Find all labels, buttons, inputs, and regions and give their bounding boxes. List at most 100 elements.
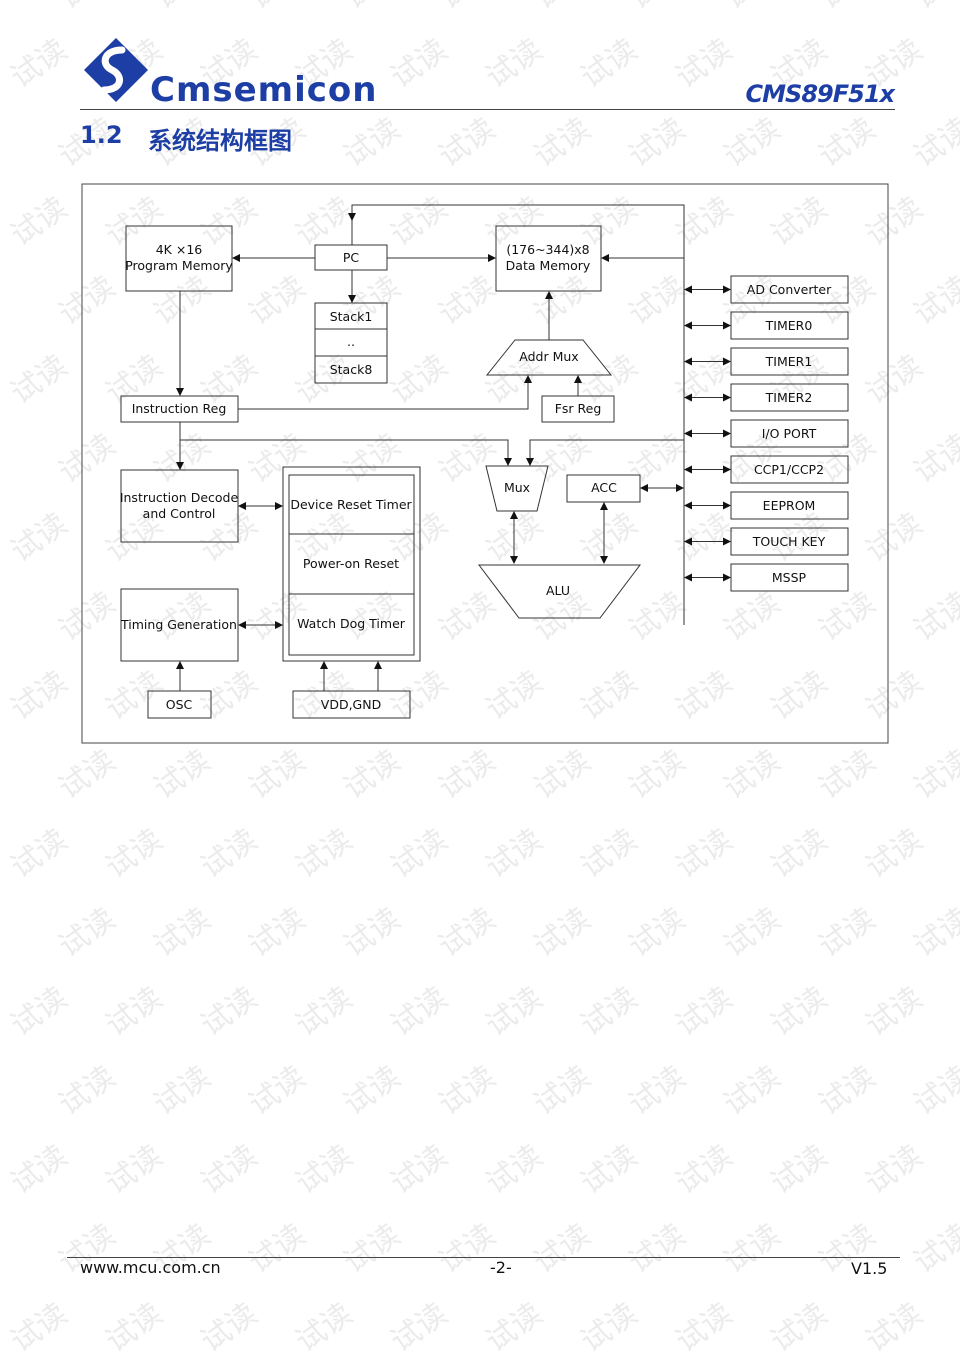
alu-label: ALU — [546, 583, 570, 598]
instruction-reg-label: Instruction Reg — [132, 401, 227, 416]
watermark-text: 试读 — [5, 822, 74, 885]
watermark-text: 试读 — [623, 1217, 692, 1280]
peripheral-label-2: TIMER1 — [765, 354, 813, 369]
peripheral-label-1: TIMER0 — [765, 318, 813, 333]
instruction-decode-label-1: Instruction Decode — [120, 490, 239, 505]
watermark-text: 试读 — [433, 1059, 502, 1122]
watermark-text: 试读 — [148, 901, 217, 964]
watermark-text: 试读 — [100, 1138, 169, 1201]
watermark-text: 试读 — [765, 980, 834, 1043]
watermark-text: 试读 — [908, 901, 960, 964]
watermark-text: 试读 — [860, 1296, 929, 1357]
alu-shape — [477, 564, 642, 619]
diagram-frame — [81, 183, 889, 744]
watermark-text: 试读 — [290, 1296, 359, 1357]
watermark-text: 试读 — [53, 901, 122, 964]
fsr-reg-label: Fsr Reg — [555, 401, 602, 416]
watermark-text: 试读 — [290, 1138, 359, 1201]
peripheral-box-6 — [730, 491, 849, 520]
cmsemicon-logo-icon — [84, 38, 148, 102]
footer-rule — [67, 1257, 900, 1258]
watermark-text: 试读 — [955, 980, 960, 1043]
data-memory-label-1: (176~344)x8 — [506, 242, 589, 257]
peripheral-box-1 — [730, 311, 849, 340]
watermark-text: 试读 — [718, 1217, 787, 1280]
device-reset-timer-label: Device Reset Timer — [290, 497, 412, 512]
peripheral-label-3: TIMER2 — [765, 390, 813, 405]
watermark-text: 试读 — [480, 980, 549, 1043]
watermark-text: 试读 — [338, 1217, 407, 1280]
peripheral-box-3 — [730, 383, 849, 412]
watermark-text: 试读 — [100, 1296, 169, 1357]
watermark-text: 试读 — [860, 822, 929, 885]
watermark-text: 试读 — [528, 1059, 597, 1122]
header-rule — [80, 109, 895, 110]
watermark-text: 试读 — [765, 1138, 834, 1201]
watermark-text: 试读 — [765, 1296, 834, 1357]
power-on-reset-label: Power-on Reset — [303, 556, 399, 571]
watermark-text: 试读 — [338, 1059, 407, 1122]
watermark-text: 试读 — [575, 980, 644, 1043]
osc-label: OSC — [166, 697, 193, 712]
section-number: 1.2 — [80, 121, 123, 149]
watermark-text: 试读 — [670, 1296, 739, 1357]
watermark-text: 试读 — [955, 1296, 960, 1357]
watchdog-timer-label: Watch Dog Timer — [297, 616, 406, 631]
watermark-text: 试读 — [718, 1059, 787, 1122]
vdd-gnd-label: VDD,GND — [321, 697, 381, 712]
peripheral-label-6: EEPROM — [763, 498, 816, 513]
watermark-text: 试读 — [765, 822, 834, 885]
acc-label: ACC — [591, 480, 617, 495]
watermark-text: 试读 — [290, 822, 359, 885]
watermark-text: 试读 — [575, 1296, 644, 1357]
mux-shape — [485, 465, 549, 512]
watermark-text: 试读 — [243, 1217, 312, 1280]
peripheral-label-7: TOUCH KEY — [752, 534, 826, 549]
watermark-text: 试读 — [670, 1138, 739, 1201]
peripheral-label-4: I/O PORT — [762, 426, 817, 441]
watermark-text: 试读 — [955, 1138, 960, 1201]
watermark-text: 试读 — [195, 980, 264, 1043]
watermark-text: 试读 — [908, 1059, 960, 1122]
peripheral-box-8 — [730, 563, 849, 592]
watermark-text: 试读 — [100, 822, 169, 885]
peripheral-label-0: AD Converter — [747, 282, 832, 297]
addr-mux-label: Addr Mux — [519, 349, 578, 364]
watermark-text: 试读 — [813, 1059, 882, 1122]
watermark-text: 试读 — [5, 1138, 74, 1201]
watermark-text: 试读 — [718, 901, 787, 964]
watermark-text: 试读 — [148, 1059, 217, 1122]
model-number: CMS89F51x — [745, 80, 895, 108]
addr-mux-shape — [485, 339, 613, 376]
peripheral-label-5: CCP1/CCP2 — [754, 462, 824, 477]
watermark-text: 试读 — [480, 822, 549, 885]
instruction-decode-label-2: and Control — [143, 506, 216, 521]
watermark-text: 试读 — [385, 1296, 454, 1357]
watermark-text: 试读 — [575, 1138, 644, 1201]
peripheral-box-4 — [730, 419, 849, 448]
watermark-text: 试读 — [5, 980, 74, 1043]
peripheral-box-7 — [730, 527, 849, 556]
peripheral-label-8: MSSP — [772, 570, 807, 585]
system-block-diagram: 4K ×16 Program Memory PC Stack1 .. Stack… — [81, 183, 889, 744]
watermark-text: 试读 — [243, 1059, 312, 1122]
watermark-text: 试读 — [528, 901, 597, 964]
program-memory-label-2: Program Memory — [125, 258, 233, 273]
vdd-gnd-box — [292, 690, 411, 719]
program-memory-label-1: 4K ×16 — [156, 242, 203, 257]
peripheral-box-2 — [730, 347, 849, 376]
watermark-text: 试读 — [623, 901, 692, 964]
watermark-text: 试读 — [623, 1059, 692, 1122]
watermark-text: 试读 — [195, 1138, 264, 1201]
reset-timer-group — [282, 466, 421, 662]
footer-url[interactable]: www.mcu.com.cn — [80, 1258, 221, 1277]
timing-generation-label: Timing Generation — [120, 617, 237, 632]
watermark-text: 试读 — [528, 1217, 597, 1280]
watermark-text: 试读 — [338, 901, 407, 964]
watermark-text: 试读 — [5, 1296, 74, 1357]
watermark-text: 试读 — [670, 980, 739, 1043]
page-number: -2- — [490, 1258, 512, 1277]
watermark-text: 试读 — [385, 1138, 454, 1201]
watermark-text: 试读 — [670, 822, 739, 885]
watermark-text: 试读 — [433, 901, 502, 964]
